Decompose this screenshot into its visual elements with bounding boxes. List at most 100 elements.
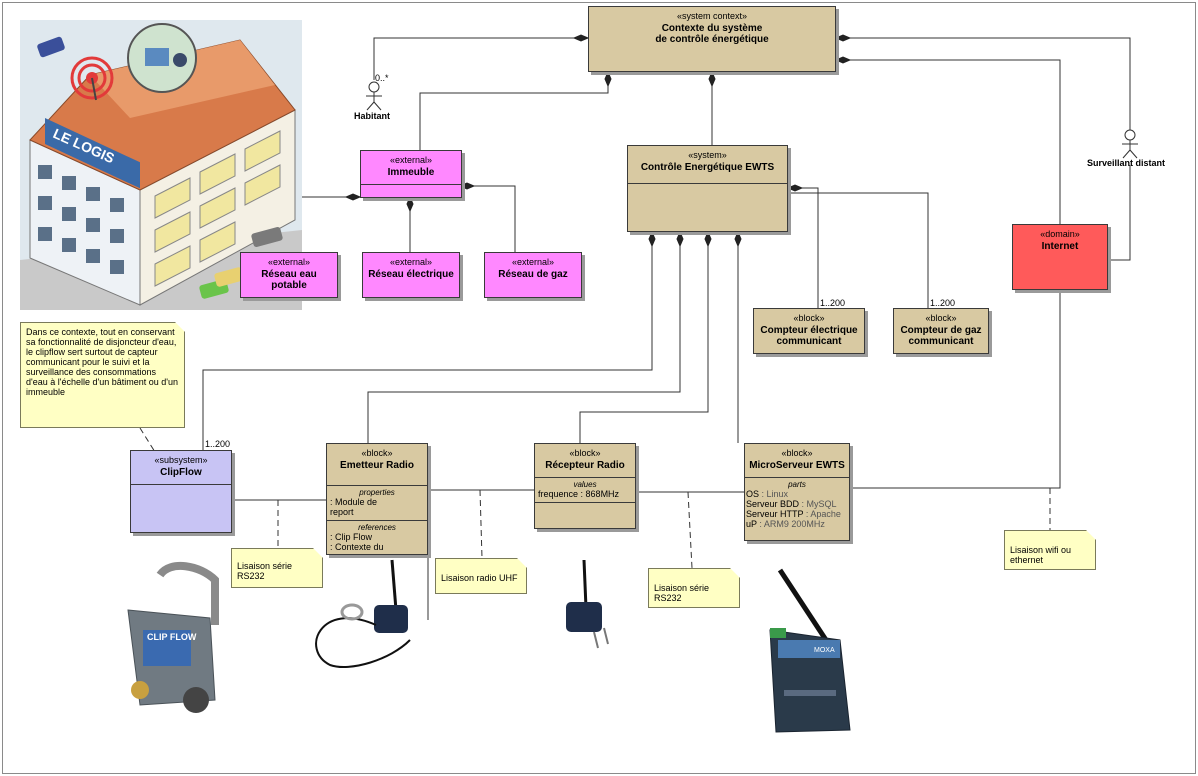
compteur-gaz-multiplicity: 1..200 — [930, 298, 956, 308]
compteur-elec-multiplicity: 1..200 — [820, 298, 846, 308]
compteur-electrique-block[interactable]: «block» Compteur électrique communicant — [753, 308, 865, 354]
note-line2: ethernet — [1010, 555, 1044, 565]
note-line2: RS232 — [237, 571, 265, 581]
clipflow-context-note: Dans ce contexte, tout en conservant sa … — [20, 322, 185, 428]
stereotype: «domain» — [1040, 229, 1080, 239]
clipflow-device-photo: CLIP FLOW — [127, 561, 219, 713]
stereotype: «block» — [569, 448, 601, 458]
assoc-context-internet — [836, 59, 1061, 225]
block-name: Récepteur Radio — [545, 460, 625, 471]
references-label: references — [358, 523, 396, 532]
compartment-divider — [535, 477, 635, 478]
block-name-line1: Contexte du système — [661, 23, 763, 34]
surveillant-distant-actor[interactable]: Surveillant distant — [1087, 158, 1166, 168]
rs232-note-1: Lisaison série RS232 — [231, 548, 323, 588]
block-name: Réseau de gaz — [498, 269, 568, 280]
compartment-divider — [628, 183, 787, 184]
stereotype: «block» — [793, 313, 825, 323]
diamond-ewts-b1 — [648, 230, 656, 248]
rs232-note-2: Lisaison série RS232 — [648, 568, 740, 608]
part-val: : ARM9 200MHz — [759, 519, 825, 529]
properties-label: properties — [359, 488, 395, 497]
assoc-ewts-compteur-elec — [788, 187, 819, 308]
compteur-gaz-block[interactable]: «block» Compteur de gaz communicant — [893, 308, 989, 354]
part-key: Serveur HTTP — [746, 509, 804, 519]
value-key: frequence — [538, 489, 579, 499]
ewts-system-block[interactable]: «system» Contrôle Energétique EWTS — [627, 145, 788, 232]
stereotype: «external» — [389, 155, 433, 165]
surveillant-actor-figure — [1122, 129, 1138, 159]
note-line2: RS232 — [654, 593, 682, 603]
part-row: OS : Linux — [745, 489, 849, 499]
stereotype: «external» — [511, 257, 555, 267]
reseau-electrique-block[interactable]: «external» Réseau électrique — [362, 252, 460, 298]
diamond-imm-bottom — [406, 195, 414, 213]
reseau-gaz-block[interactable]: «external» Réseau de gaz — [484, 252, 582, 298]
block-name-line2: communicant — [908, 336, 974, 347]
note-line1: Lisaison série — [237, 561, 293, 571]
assoc-context-surveillant — [836, 37, 1131, 130]
block-name-line1: Compteur de gaz — [900, 325, 982, 336]
block-name: Immeuble — [387, 167, 435, 178]
stereotype: «block» — [925, 313, 957, 323]
diamond-ewts-right1 — [786, 184, 804, 192]
compartment-divider — [745, 477, 849, 478]
block-name: Réseau électrique — [368, 269, 454, 280]
block-name: ClipFlow — [160, 467, 202, 478]
system-context-block[interactable]: «system context» Contexte du système de … — [588, 6, 836, 72]
assoc-context-immeuble — [419, 72, 609, 150]
stereotype: «subsystem» — [154, 455, 208, 465]
emetteur-radio-block[interactable]: «block» Emetteur Radio properties : Modu… — [326, 443, 428, 555]
note-line1: Lisaison wifi ou — [1010, 545, 1072, 555]
clipflow-subsystem-block[interactable]: «subsystem» ClipFlow — [130, 450, 232, 533]
moxa-photo-label: MOXA — [814, 647, 835, 654]
moxa-server-photo: MOXA — [769, 568, 851, 733]
part-key: Serveur BDD — [746, 499, 800, 509]
building-illustration: LE LOGIS — [20, 20, 302, 310]
assoc-ewts-recepteur — [579, 232, 709, 443]
stereotype: «external» — [389, 257, 433, 267]
habitant-actor[interactable]: Habitant — [354, 111, 390, 121]
parts-label: parts — [788, 480, 806, 489]
note-line1: Lisaison radio UHF — [441, 573, 518, 583]
property-line2: report — [330, 507, 354, 517]
diamond-ctx-right1 — [834, 34, 852, 42]
recepteur-radio-block[interactable]: «block» Récepteur Radio values frequence… — [534, 443, 636, 529]
part-row: Serveur BDD : MySQL — [745, 499, 849, 509]
anchor-rs232-2 — [687, 491, 693, 569]
block-name-line2: de contrôle énergétique — [655, 34, 769, 45]
compartment-divider — [327, 485, 427, 486]
block-name-line2: potable — [271, 280, 307, 291]
part-val: : MySQL — [801, 499, 837, 509]
diamond-ewts-b3 — [704, 230, 712, 248]
link-microserveur-internet — [850, 290, 1061, 489]
part-val: : Apache — [805, 509, 841, 519]
diamond-ctx-left — [572, 34, 590, 42]
note-text: Dans ce contexte, tout en conservant sa … — [26, 327, 178, 397]
block-name: Emetteur Radio — [340, 460, 414, 471]
stereotype: «block» — [361, 448, 393, 458]
block-name-line1: Réseau eau — [261, 269, 317, 280]
anchor-uhf — [479, 489, 483, 559]
internet-domain-block[interactable]: «domain» Internet — [1012, 224, 1108, 290]
part-key: OS — [746, 489, 760, 499]
assoc-internet-surveillant — [1108, 165, 1131, 261]
microserveur-block[interactable]: «block» MicroServeur EWTS parts OS : Lin… — [744, 443, 850, 541]
recepteur-radio-photo — [566, 559, 609, 649]
part-key: uP — [746, 519, 757, 529]
part-row: uP : ARM9 200MHz — [745, 519, 849, 529]
assoc-ewts-compteur-gaz — [788, 192, 929, 308]
emetteur-radio-photo — [315, 559, 411, 669]
block-name-line2: communicant — [776, 336, 842, 347]
block-name: MicroServeur EWTS — [749, 460, 845, 471]
diamond-imm-left — [344, 193, 362, 201]
habitant-actor-figure — [366, 81, 382, 111]
immeuble-block[interactable]: «external» Immeuble — [360, 150, 462, 198]
reseau-eau-block[interactable]: «external» Réseau eau potable — [240, 252, 338, 298]
assoc-immeuble-gaz — [460, 185, 516, 252]
compartment-divider — [131, 484, 231, 485]
block-name: Contrôle Energétique EWTS — [640, 162, 775, 173]
stereotype: «external» — [267, 257, 311, 267]
wifi-note: Lisaison wifi ou ethernet — [1004, 530, 1096, 570]
